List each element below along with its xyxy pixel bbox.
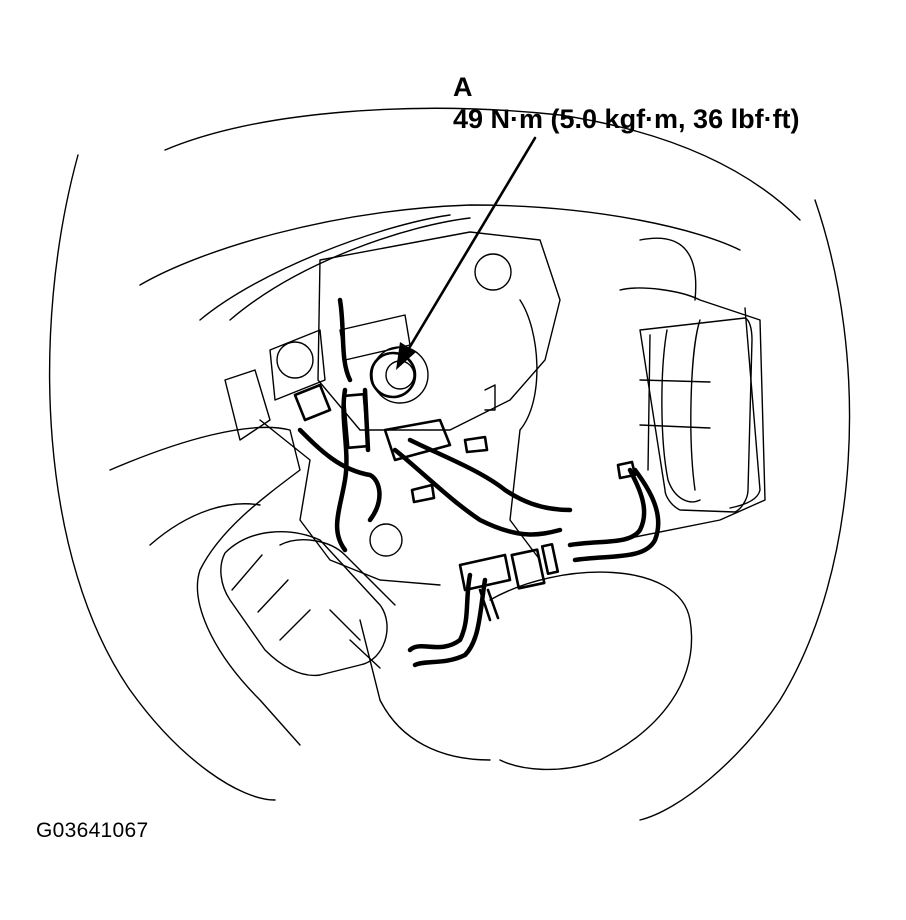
hub-assembly <box>224 231 561 586</box>
wiring-harness <box>297 297 661 668</box>
left-spoke <box>109 426 301 746</box>
wheel-rim-outer-left <box>48 154 276 801</box>
connectors <box>293 383 637 592</box>
callout-label-a: A <box>453 72 473 102</box>
figure-id: G03641067 <box>36 819 149 842</box>
lower-spoke <box>489 571 693 771</box>
right-spoke <box>619 287 766 541</box>
torque-spec-label: 49 N·m (5.0 kgf·m, 36 lbf·ft) <box>453 104 800 134</box>
callout-arrow <box>396 136 537 370</box>
wheel-rim-outer-right <box>639 199 851 821</box>
left-switch-panel <box>220 531 396 677</box>
right-switch-panel <box>639 307 761 513</box>
wheel-rim-inner-top <box>164 107 801 221</box>
